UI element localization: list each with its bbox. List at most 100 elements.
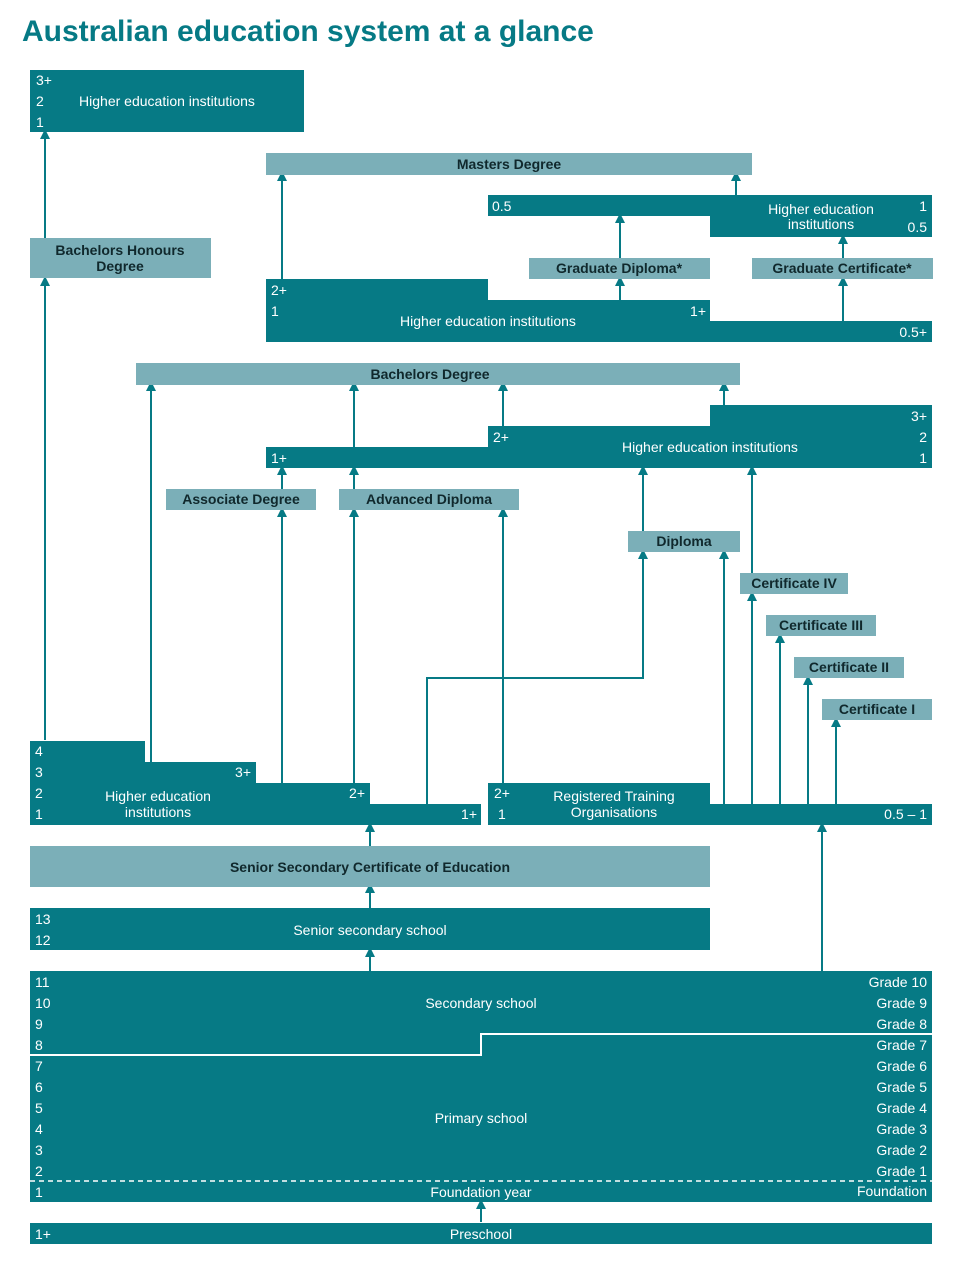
advanced-diploma-label: Advanced Diploma <box>366 491 492 507</box>
masters-degree-label: Masters Degree <box>457 156 561 172</box>
senior-secondary-label: Senior secondary school <box>293 922 446 938</box>
bachelors-degree-box: Bachelors Degree <box>136 363 740 385</box>
school-year-number: 5 <box>35 1100 43 1116</box>
certificate-ii-label: Certificate II <box>809 659 889 675</box>
hei-bottom-year-2: 2 <box>35 785 43 801</box>
hei-mid-year-3plus: 3+ <box>911 408 927 424</box>
rto-year-1: 1 <box>498 806 506 822</box>
graduate-diploma-label: Graduate Diploma* <box>556 260 683 276</box>
hei-mid-year-1plus: 1+ <box>271 450 287 466</box>
diploma-label: Diploma <box>656 533 711 549</box>
hei-grad-year-1: 1 <box>919 198 927 214</box>
hei-mid-year-2plus: 2+ <box>493 429 509 445</box>
senior-secondary-year-12: 12 <box>35 932 51 948</box>
school-year-number: 4 <box>35 1121 43 1137</box>
rto-box: 2+ 1 0.5 – 1 Registered Training Organis… <box>488 783 932 825</box>
senior-secondary-year-13: 13 <box>35 911 51 927</box>
hei-mid-label: Higher education institutions <box>622 439 798 455</box>
diploma-box: Diploma <box>628 531 740 552</box>
school-block: Secondary school Primary school 11 10 9 8 7 6… <box>30 971 932 1202</box>
rto-label-line2: Organisations <box>571 804 657 820</box>
sscoe-box: Senior Secondary Certificate of Educatio… <box>30 846 710 887</box>
school-grade-label: Grade 7 <box>876 1037 927 1053</box>
hei-top-year-2: 2 <box>36 93 44 109</box>
hei-bottom-year-1plus: 1+ <box>461 806 477 822</box>
associate-degree-box: Associate Degree <box>166 489 316 510</box>
bachelors-degree-label: Bachelors Degree <box>370 366 489 382</box>
advanced-diploma-box: Advanced Diploma <box>339 489 519 510</box>
school-grade-label: Grade 10 <box>869 974 928 990</box>
hei-postgrad-label: Higher education institutions <box>400 313 576 329</box>
graduate-certificate-label: Graduate Certificate* <box>772 260 912 276</box>
page-title: Australian education system at a glance <box>22 15 594 48</box>
hei-bottom-year-1: 1 <box>35 806 43 822</box>
preschool-label: Preschool <box>450 1226 512 1242</box>
school-grade-label: Grade 9 <box>876 995 927 1011</box>
certificate-iii-label: Certificate III <box>779 617 863 633</box>
bachelors-honours-label-line1: Bachelors Honours <box>55 242 184 258</box>
bachelors-honours-box: Bachelors Honours Degree <box>30 238 211 278</box>
certificate-i-box: Certificate I <box>822 699 932 720</box>
hei-mid-year-2: 2 <box>919 429 927 445</box>
arrow-hei-bottom-to-diploma <box>426 549 648 804</box>
hei-grad-year-0-5-left: 0.5 <box>492 198 512 214</box>
hei-top-box: 3+ 2 1 Higher education institutions <box>30 70 304 132</box>
school-year-number: 6 <box>35 1079 43 1095</box>
school-grade-label: Grade 6 <box>876 1058 927 1074</box>
secondary-primary-divider <box>30 1033 932 1056</box>
associate-degree-label: Associate Degree <box>182 491 300 507</box>
graduate-diploma-box: Graduate Diploma* <box>529 258 710 279</box>
masters-degree-box: Masters Degree <box>266 153 752 175</box>
school-year-number: 8 <box>35 1037 43 1053</box>
hei-bottom-year-4: 4 <box>35 743 43 759</box>
preschool-box: 1+ Preschool <box>30 1223 932 1244</box>
connector-lines <box>40 129 848 1222</box>
school-year-numbers: 11 10 9 8 7 6 5 4 3 2 <box>35 974 51 1179</box>
hei-top-year-3plus: 3+ <box>36 72 52 88</box>
sscoe-label: Senior Secondary Certificate of Educatio… <box>230 859 510 875</box>
hei-grad-label-line1: Higher education <box>768 201 874 217</box>
school-grade-label: Grade 1 <box>876 1163 927 1179</box>
senior-secondary-box: 13 12 Senior secondary school <box>30 908 710 950</box>
school-year-number: 2 <box>35 1163 43 1179</box>
hei-bottom-year-3plus: 3+ <box>235 764 251 780</box>
hei-bottom-label-line1: Higher education <box>105 788 211 804</box>
hei-grad-box: 0.5 1 0.5 Higher education institutions <box>488 195 932 237</box>
secondary-school-label: Secondary school <box>425 995 536 1011</box>
preschool-year: 1+ <box>35 1226 51 1242</box>
foundation-grade-label: Foundation <box>857 1183 927 1199</box>
hei-bottom-label-line2: institutions <box>125 804 191 820</box>
school-grade-label: Grade 5 <box>876 1079 927 1095</box>
school-grade-label: Grade 2 <box>876 1142 927 1158</box>
hei-mid-box: 1+ 2+ 3+ 2 1 Higher education institutio… <box>266 405 932 468</box>
certificate-iv-label: Certificate IV <box>751 575 837 591</box>
graduate-certificate-box: Graduate Certificate* <box>752 258 933 279</box>
school-year-number: 7 <box>35 1058 43 1074</box>
hei-grad-year-0-5-right: 0.5 <box>908 219 928 235</box>
certificate-iv-box: Certificate IV <box>740 573 848 594</box>
hei-postgrad-box: 2+ 1 1+ 0.5+ Higher education institutio… <box>266 279 932 342</box>
hei-bottom-year-2plus: 2+ <box>349 785 365 801</box>
rto-label-line1: Registered Training <box>553 788 674 804</box>
foundation-year-number: 1 <box>35 1184 43 1200</box>
hei-postgrad-year-2plus: 2+ <box>271 282 287 298</box>
school-year-number: 10 <box>35 995 51 1011</box>
rto-year-range: 0.5 – 1 <box>884 806 927 822</box>
certificate-i-label: Certificate I <box>839 701 915 717</box>
bachelors-honours-label-line2: Degree <box>96 258 144 274</box>
hei-mid-year-1: 1 <box>919 450 927 466</box>
hei-grad-label-line2: institutions <box>788 216 854 232</box>
certificate-ii-box: Certificate II <box>794 657 904 678</box>
hei-top-label: Higher education institutions <box>79 93 255 109</box>
hei-postgrad-year-0-5plus: 0.5+ <box>899 324 927 340</box>
primary-school-label: Primary school <box>435 1110 528 1126</box>
hei-bottom-box: 4 3 2 1 3+ 2+ 1+ Higher education instit… <box>30 741 481 825</box>
school-year-number: 3 <box>35 1142 43 1158</box>
hei-postgrad-year-1: 1 <box>271 303 279 319</box>
school-grade-label: Grade 4 <box>876 1100 927 1116</box>
school-year-number: 11 <box>35 974 50 990</box>
foundation-year-label: Foundation year <box>430 1184 532 1200</box>
school-year-number: 9 <box>35 1016 43 1032</box>
